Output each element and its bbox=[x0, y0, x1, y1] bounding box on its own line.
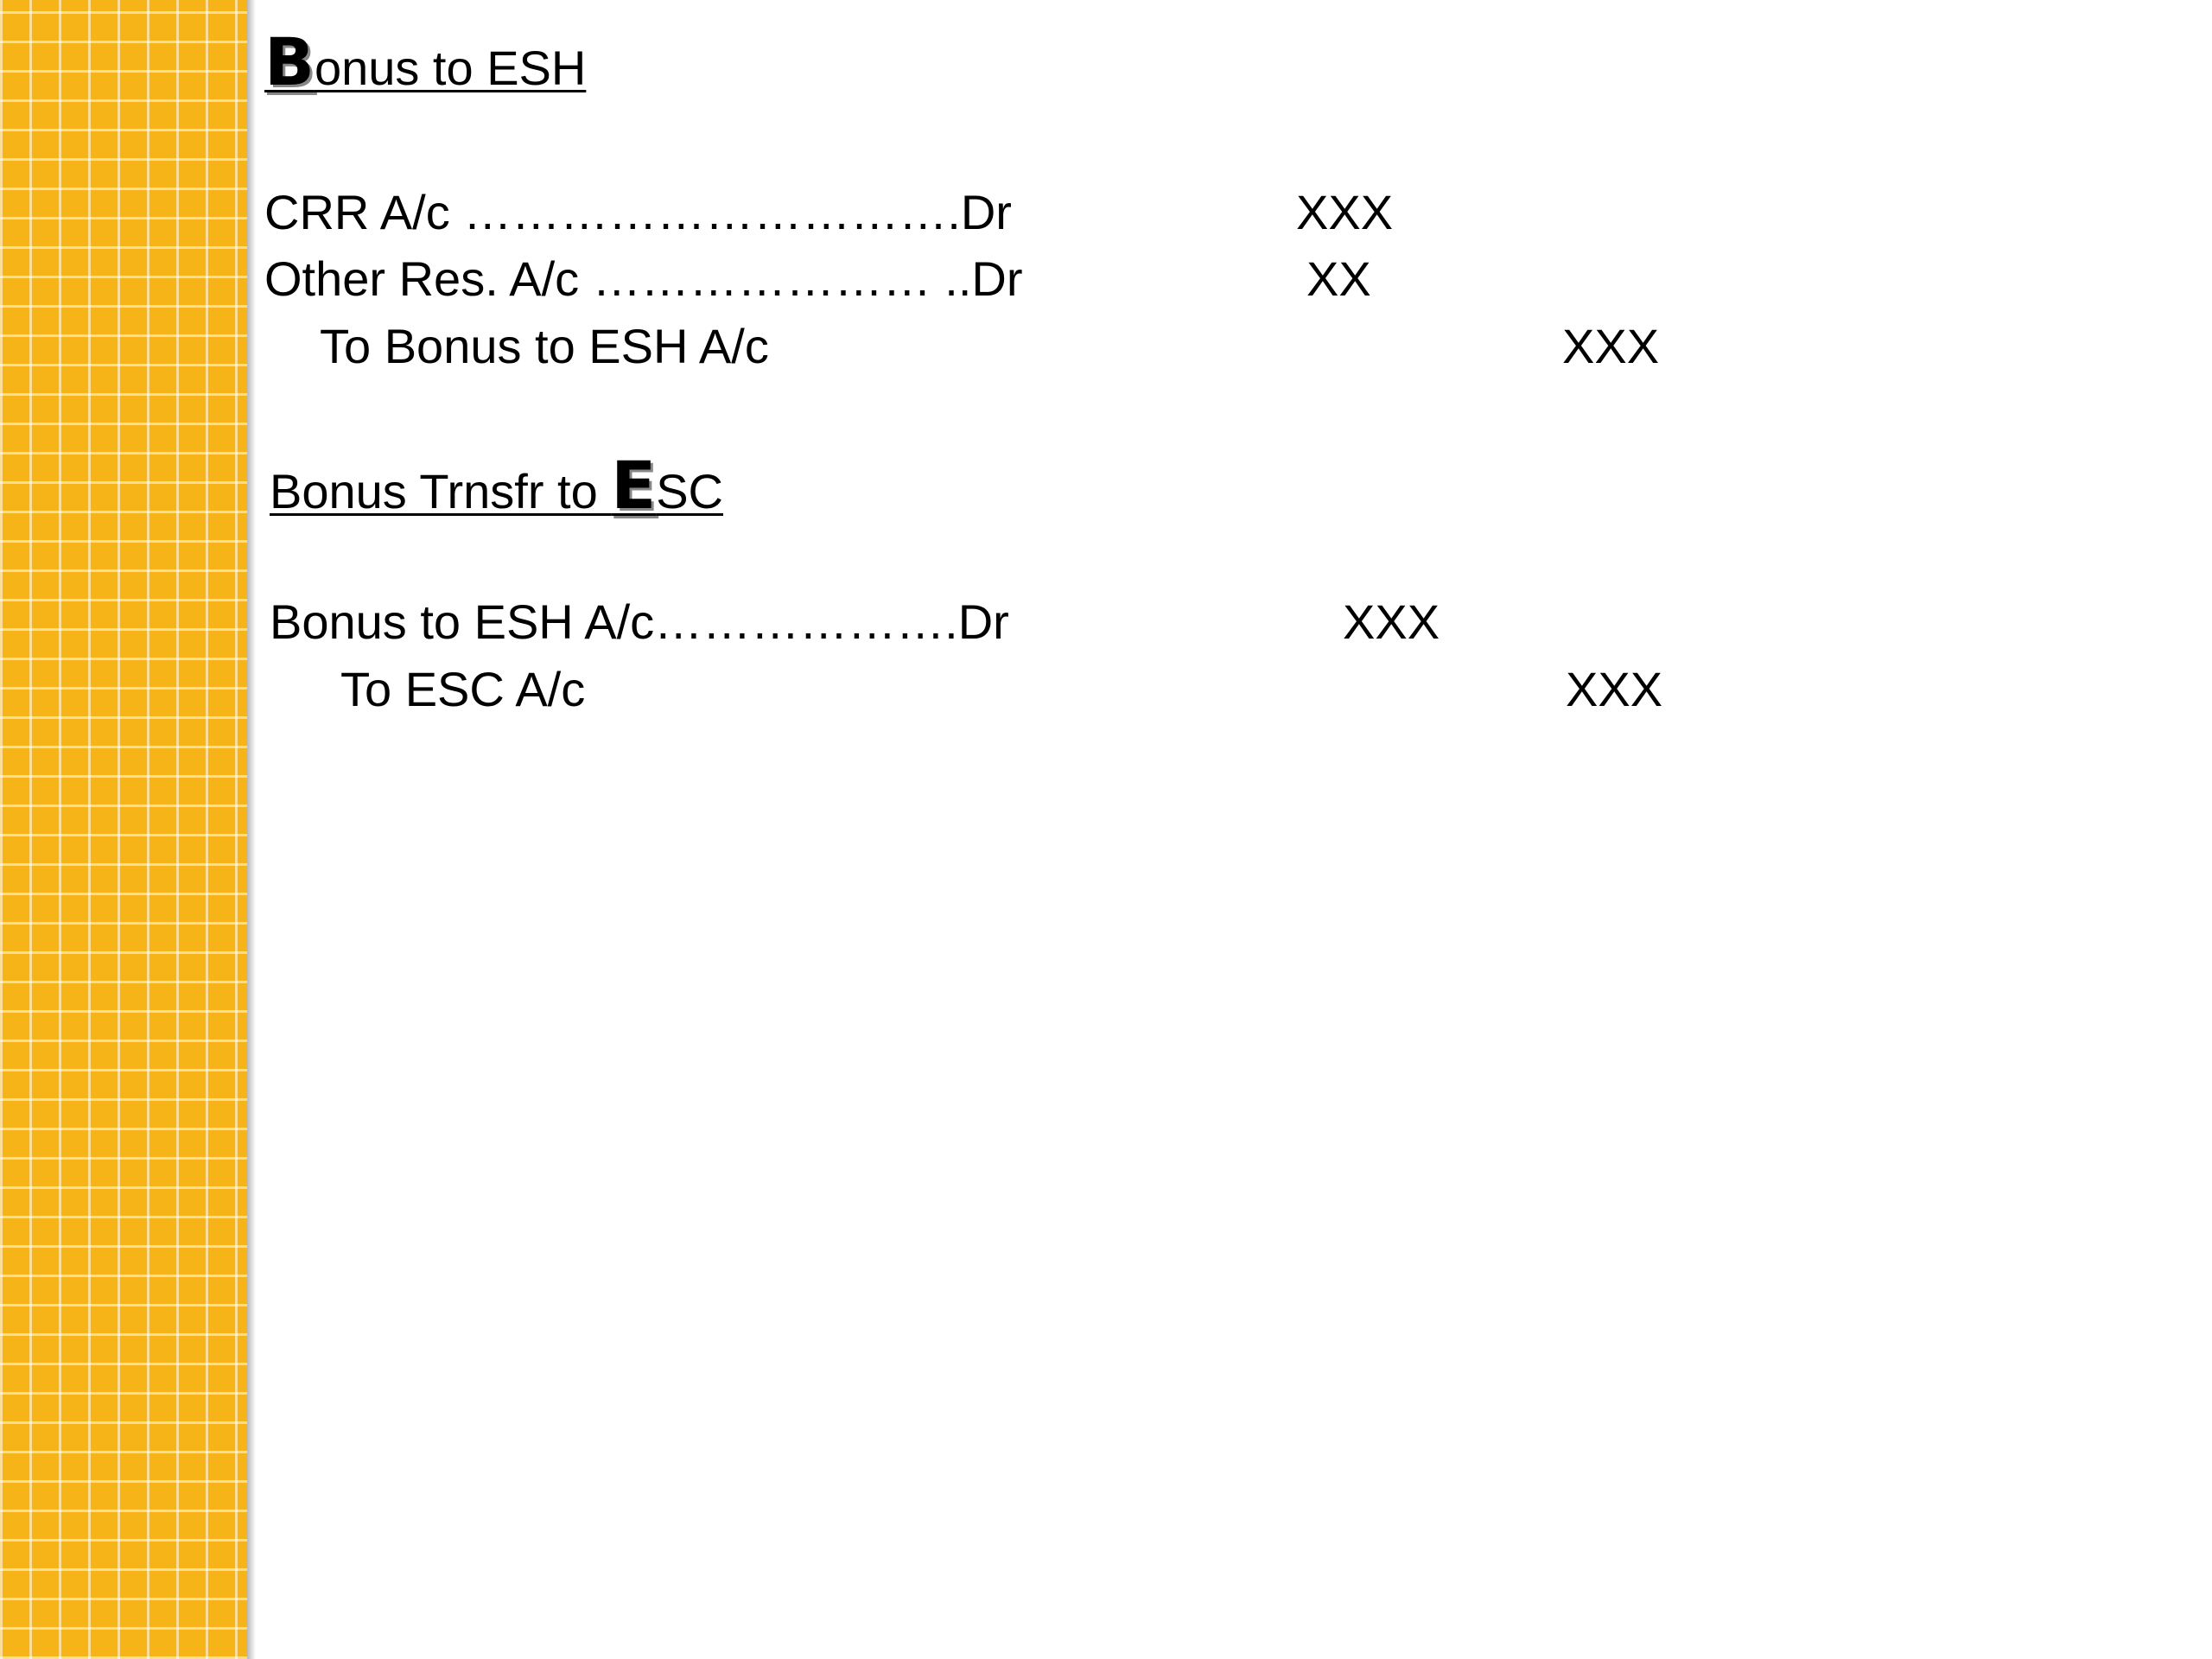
entry4-debit-amount: XXX bbox=[1343, 594, 1440, 649]
entry3-credit-account: To Bonus to ESH A/c bbox=[320, 319, 769, 373]
section2-heading: Bonus Trnsfr to ESC bbox=[270, 453, 723, 519]
entry5-credit-account: To ESC A/c bbox=[340, 662, 586, 716]
sidebar-shadow bbox=[247, 0, 256, 1659]
entry1-debit-amount: XXX bbox=[1296, 185, 1394, 239]
section2-heading-pre: Bonus Trnsfr to bbox=[270, 464, 612, 518]
section1-heading-text: onus to ESH bbox=[314, 41, 587, 95]
entry2-debit-amount: XX bbox=[1306, 251, 1371, 306]
entry3-credit-amount: XXX bbox=[1562, 319, 1660, 373]
entry2-debit-account: Other Res. A/c ………………… ..Dr bbox=[264, 251, 1023, 306]
section2-heading-text: SC bbox=[656, 464, 723, 518]
entry4-debit-account: Bonus to ESH A/c……………….Dr bbox=[270, 594, 1009, 649]
section2-heading-cap: E bbox=[611, 447, 657, 524]
decorative-grid-sidebar bbox=[0, 0, 247, 1659]
section1-heading-cap: B bbox=[264, 23, 315, 100]
entry1-debit-account: CRR A/c ………………………….Dr bbox=[264, 185, 1012, 239]
entry5-credit-amount: XXX bbox=[1566, 662, 1663, 716]
section1-heading: Bonus to ESH bbox=[264, 29, 587, 96]
